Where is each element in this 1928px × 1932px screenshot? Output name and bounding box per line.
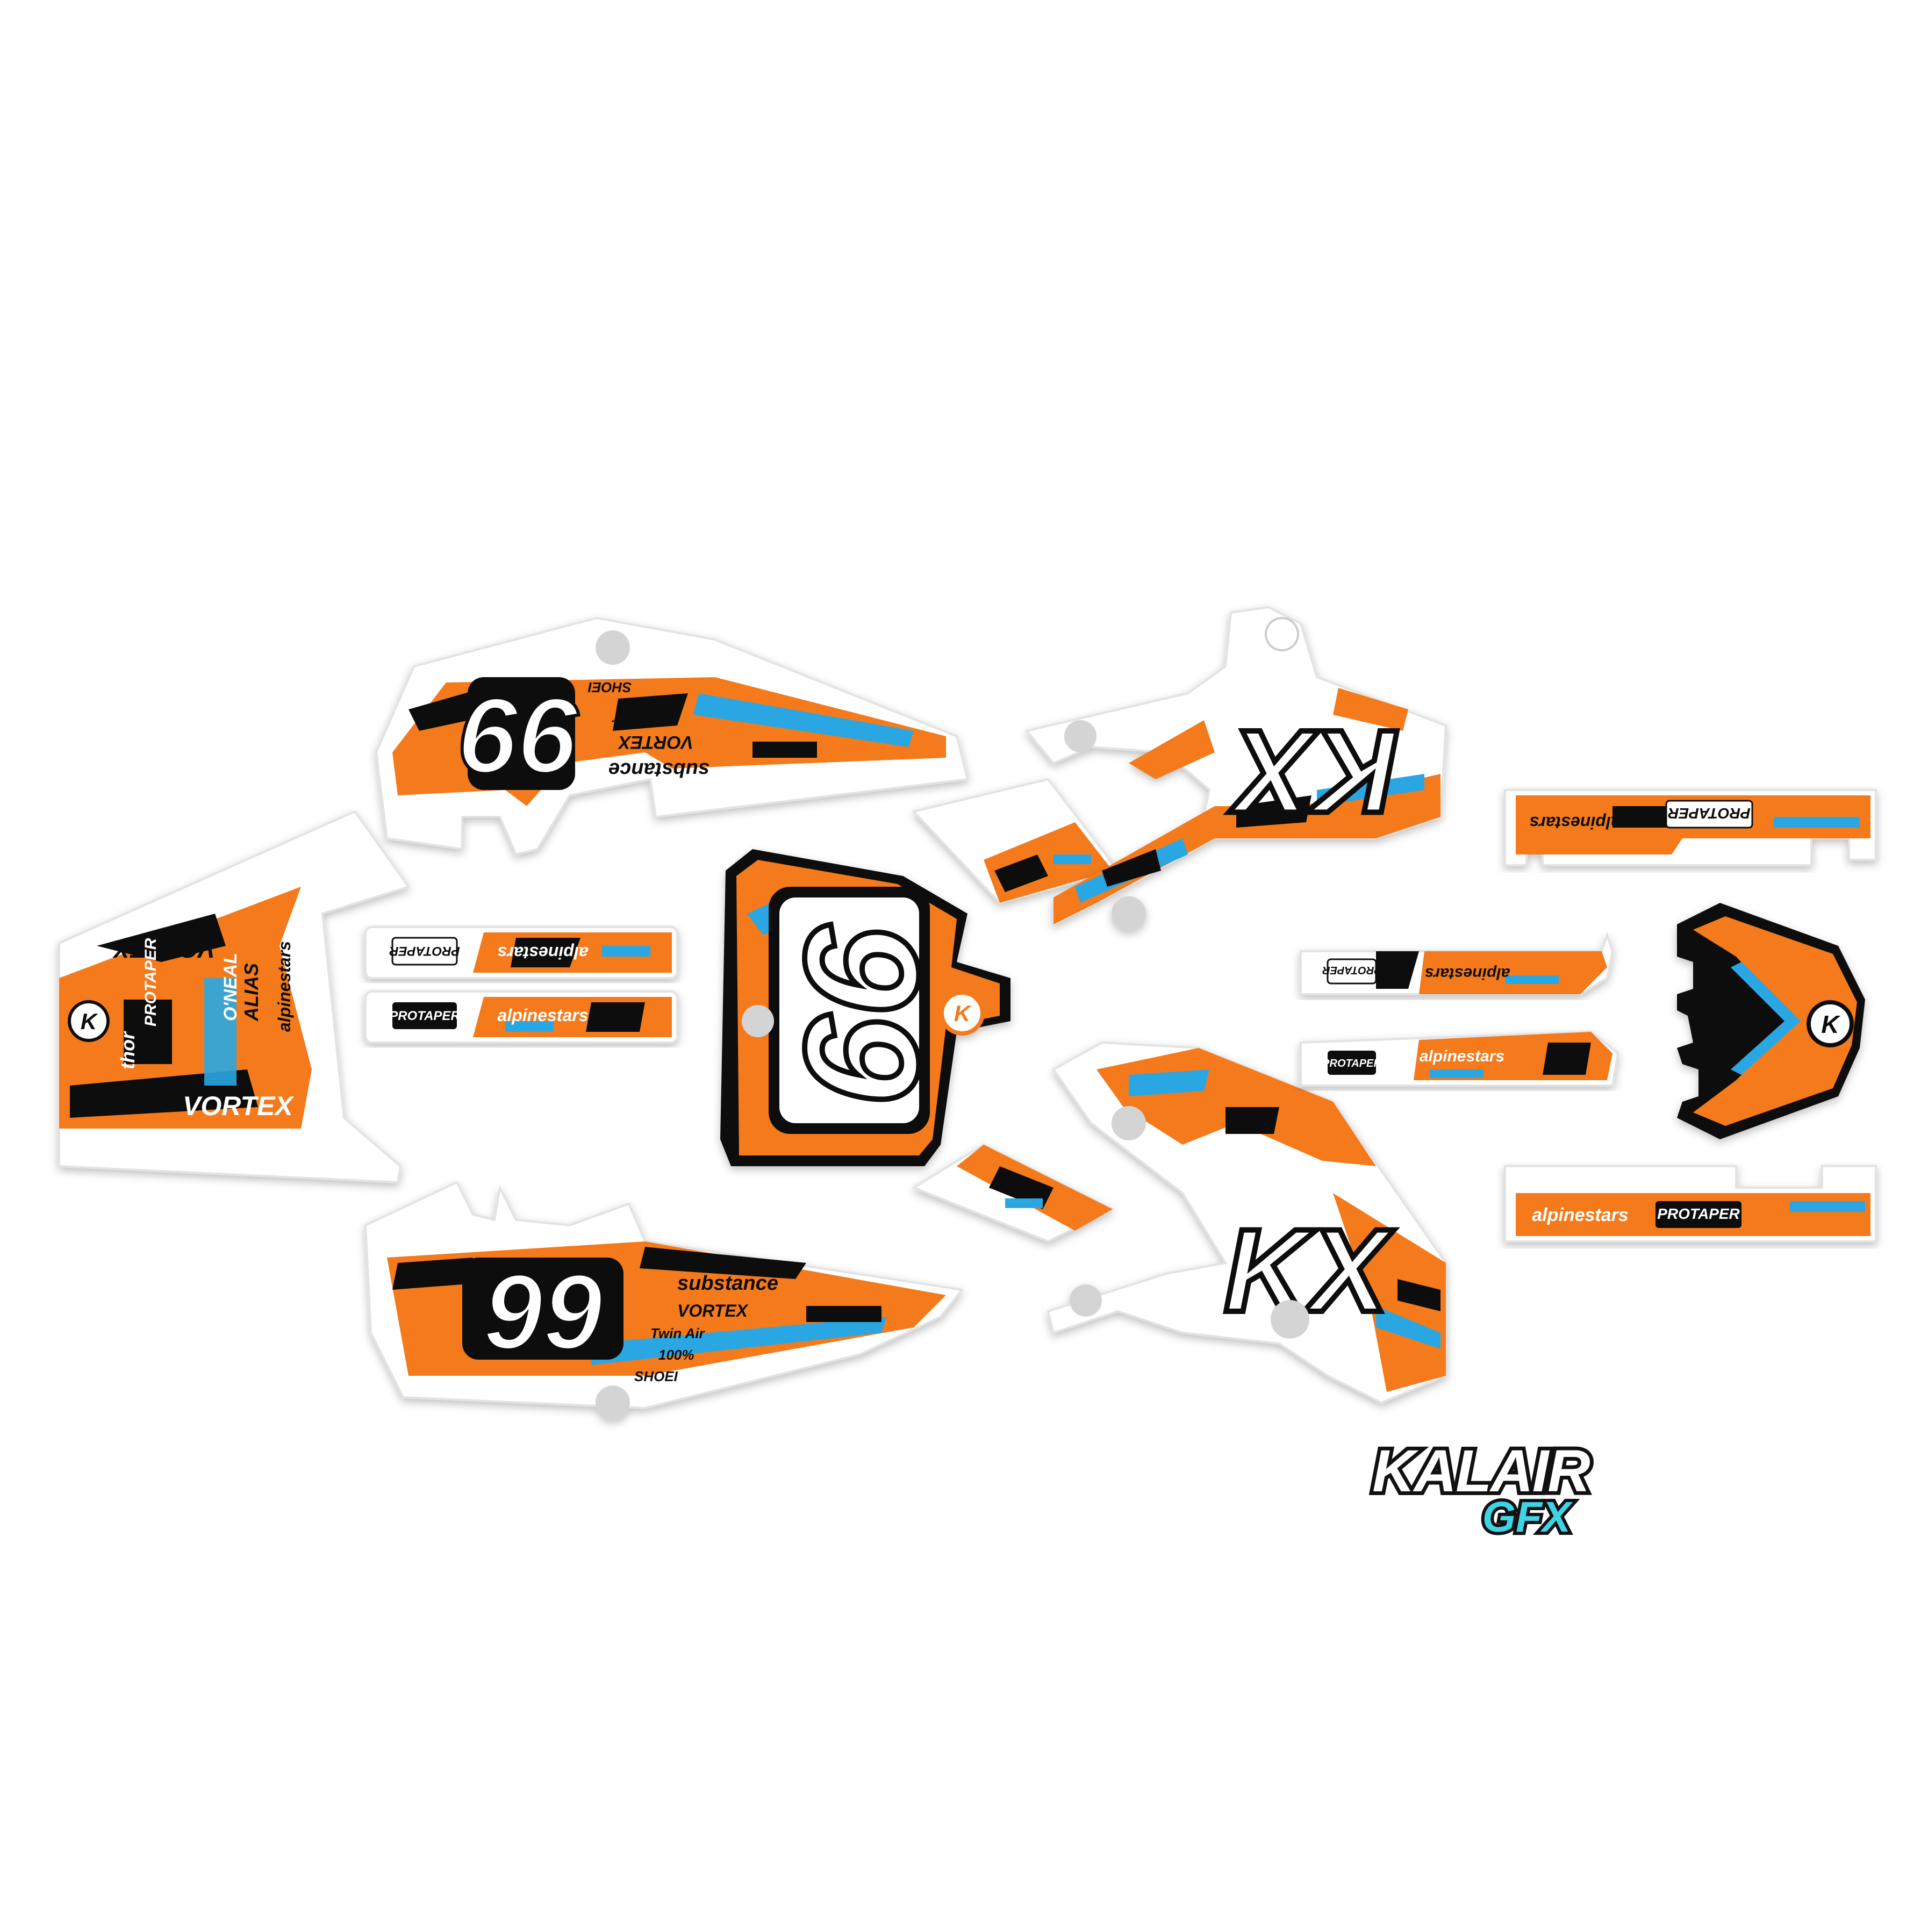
mount-hole [1271, 1300, 1309, 1339]
mount-hole [1112, 896, 1146, 931]
curved-strip-bottom: PROTAPER alpinestars [1300, 1030, 1619, 1087]
fender-alpinestars: alpinestars [275, 941, 294, 1032]
curved-top-alpinestars: alpinestars [1425, 965, 1510, 982]
swing-bottom-alpinestars: alpinestars [1532, 1205, 1629, 1225]
rear-k-letter: K [1821, 1010, 1840, 1038]
front-number-plate: 99 K [720, 849, 1010, 1166]
shroud-bottom-kx: KX [1224, 1204, 1394, 1337]
fork-guard-lower [911, 1143, 1115, 1243]
mount-hole [596, 630, 630, 665]
mount-hole [742, 1005, 774, 1037]
fork-strip-bottom: PROTAPER alpinestars [364, 990, 678, 1044]
rear-number-plate: K [1677, 903, 1865, 1139]
fender-oneal: O'NEAL [220, 953, 241, 1021]
mount-hole [596, 1385, 630, 1420]
shroud-right-bottom: KX [1047, 1041, 1447, 1404]
front-plate-number: 99 [772, 921, 952, 1101]
fender-k-badge [68, 1000, 110, 1042]
side-left-top-shoei: SHOEI [587, 679, 632, 695]
swing-top-protaper: PROTAPER [1667, 805, 1750, 822]
fork-bottom-alpinestars: alpinestars [498, 1005, 589, 1025]
side-left-top-number: 99 [462, 676, 581, 795]
swingarm-strip-top: PROTAPER alpinestars [1504, 789, 1877, 866]
kalair-gfx-logo: KALAIR GFX [1368, 1434, 1595, 1544]
curved-bottom-alpinestars: alpinestars [1420, 1047, 1504, 1065]
swingarm-strip-bottom: PROTAPER alpinestars [1504, 1165, 1877, 1242]
mount-hole [1112, 1106, 1146, 1140]
fork-top-alpinestars: alpinestars [498, 943, 589, 963]
side-left-top-100: 100% [620, 695, 656, 712]
fender-thor: thor [117, 1031, 139, 1069]
swing-bottom-protaper: PROTAPER [1657, 1205, 1740, 1222]
front-fender-decal: K VORTEX VORTEX PROTAPER O'NEAL ALIAS al… [58, 810, 411, 1184]
logo-kalair: KALAIR [1372, 1438, 1590, 1504]
swing-top-alpinestars: alpinestars [1530, 813, 1621, 832]
side-left-top-substance: substance [608, 758, 709, 781]
side-left-bottom-number: 99 [483, 1252, 603, 1372]
curved-bottom-protaper: PROTAPER [1322, 1058, 1381, 1069]
side-panel-left-bottom: 99 substance VORTEX Twin Air 100% SHOEI [364, 1181, 964, 1420]
fender-vortex-top: VORTEX [112, 935, 215, 963]
side-left-top-twinair: Twin Air [611, 712, 666, 728]
curved-top-protaper: PROTAPER [1322, 964, 1381, 976]
side-left-bottom-twinair: Twin Air [650, 1325, 706, 1341]
side-panel-left-top: 99 substance VORTEX Twin Air 100% SHOEI [375, 616, 969, 856]
fender-alias: ALIAS [240, 963, 262, 1022]
fender-vortex-bottom: VORTEX [183, 1091, 294, 1121]
side-left-bottom-shoei: SHOEI [634, 1368, 678, 1384]
fender-k-letter: K [81, 1009, 98, 1034]
mount-hole [1070, 1284, 1102, 1317]
shroud-right-top: KX [1024, 606, 1447, 931]
plate-k-letter: K [954, 1001, 972, 1026]
plate-k-badge [940, 990, 985, 1036]
fork-top-protaper: PROTAPER [389, 944, 460, 958]
side-left-bottom-substance: substance [677, 1272, 778, 1295]
fender-protaper: PROTAPER [142, 938, 160, 1026]
side-left-bottom-100: 100% [658, 1347, 694, 1363]
mount-hole [1064, 720, 1096, 752]
rear-k-badge [1807, 1000, 1854, 1047]
shroud-top-kx: KX [1229, 706, 1399, 838]
side-left-top-vortex: VORTEX [617, 732, 693, 752]
curved-strip-top: PROTAPER alpinestars [1300, 931, 1614, 995]
fork-bottom-protaper: PROTAPER [389, 1009, 460, 1023]
logo-gfx: GFX [1482, 1493, 1573, 1541]
fork-strip-top: PROTAPER alpinestars [364, 926, 678, 979]
fork-guard-upper [912, 778, 1120, 904]
side-left-bottom-vortex: VORTEX [677, 1301, 749, 1320]
